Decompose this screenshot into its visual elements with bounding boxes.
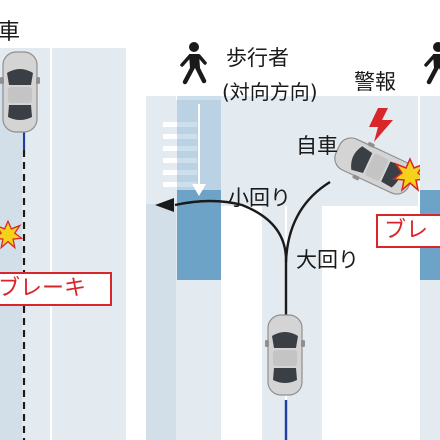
own-car-label: 自車 <box>296 134 338 158</box>
warning-label: 警報 <box>354 70 396 94</box>
pedestrian-arrow-head <box>192 184 206 196</box>
pedestrian-label-line2: (対向方向) <box>222 80 318 104</box>
left-panel <box>0 48 126 440</box>
left-road-edge <box>0 80 22 440</box>
pedestrian-icon <box>426 42 440 82</box>
brake-label-right: ブレ <box>376 214 440 248</box>
car-icon <box>0 51 41 133</box>
brake-label-left: ブレーキ <box>0 272 112 306</box>
crosswalk <box>163 122 197 187</box>
pedestrian-icon <box>182 42 205 82</box>
warning-lightning-icon <box>369 108 393 142</box>
large-turn-label: 大回り <box>296 248 359 272</box>
car-icon <box>264 314 306 396</box>
center-road-edge <box>146 204 176 440</box>
crosswalk-bar <box>177 190 221 280</box>
left-lane-line <box>50 48 52 440</box>
large-turn-arrow <box>284 180 331 263</box>
small-turn-arrow <box>174 199 288 318</box>
small-turn-label: 小回り <box>228 186 291 210</box>
center-panel <box>146 42 427 440</box>
small-turn-arrow-head <box>155 198 174 212</box>
own-car-label-left: 車 <box>0 20 21 45</box>
pedestrian-label-line1: 歩行者 <box>226 46 289 70</box>
